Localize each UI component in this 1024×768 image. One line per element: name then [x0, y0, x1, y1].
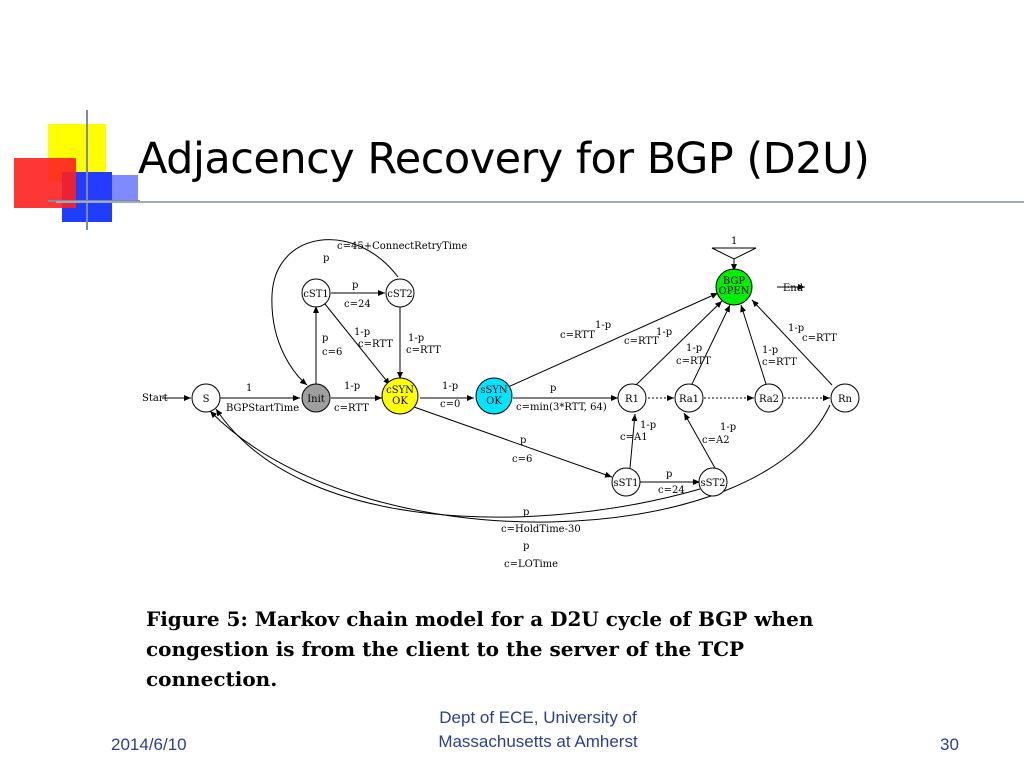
edge-cst1-csyn — [324, 303, 391, 386]
node-csyn-label: cSYN — [386, 385, 414, 396]
label-ra1-bgp-c: c=RTT — [676, 356, 711, 367]
label-sst1-r1-p: 1-p — [640, 420, 656, 431]
node-open-label: OPEN — [719, 286, 750, 297]
label-retry-c: c=45+ConnectRetryTime — [337, 241, 467, 252]
node-ssyn-ok — [475, 377, 513, 415]
footer-affiliation-line2: Massachusetts at Amherst — [438, 732, 638, 751]
label-cst2-csyn-p: 1-p — [408, 333, 424, 344]
label-sst2-ra1-c: c=A2 — [702, 435, 730, 446]
label-start: Start — [142, 393, 168, 404]
slide-logo-decoration — [14, 110, 140, 230]
label-csyn-ssyn-c: c=0 — [440, 399, 460, 410]
node-ra2-label: Ra2 — [759, 394, 779, 405]
label-sst1-sst2-c: c=24 — [658, 485, 685, 496]
node-ssyn-label: sSYN — [480, 385, 508, 396]
label-csyn-sst1-c: c=6 — [512, 454, 532, 465]
edge-hold-time — [215, 408, 701, 518]
edge-r1-bgp — [635, 300, 723, 386]
edge-sst1-r1 — [629, 413, 638, 469]
label-ssyn-r1-p: p — [550, 383, 556, 394]
bgp-self-loop — [711, 247, 757, 260]
edge-rn-bgp — [751, 299, 833, 386]
node-rn-label: Rn — [838, 394, 853, 405]
label-csyn-ssyn-p: 1-p — [442, 381, 458, 392]
label-init-cst1-p: p — [322, 333, 328, 344]
label-s-init-1: 1 — [246, 383, 252, 394]
edge-csyn-sst1 — [413, 406, 613, 478]
slide-title: Adjacency Recovery for BGP (D2U) — [138, 134, 870, 184]
diagram-edges — [162, 239, 833, 523]
node-ra2 — [754, 383, 784, 413]
label-cst1-cst2-c: c=24 — [344, 299, 371, 310]
node-cst2 — [385, 278, 415, 308]
node-sst1 — [611, 467, 641, 497]
label-cst2-csyn-c: c=RTT — [406, 345, 441, 356]
node-sst2-label: sST2 — [700, 478, 725, 489]
label-retry-p: p — [323, 253, 329, 264]
label-csyn-sst1-p: p — [520, 435, 526, 446]
label-ssyn-bgp-c: c=RTT — [560, 330, 595, 341]
figure-caption: Figure 5: Markov chain model for a D2U c… — [146, 607, 814, 691]
diagram-nodes — [191, 268, 860, 497]
edge-lo-time — [209, 404, 831, 523]
label-r1-bgp-c: c=RTT — [624, 336, 659, 347]
label-ra2-bgp-c: c=RTT — [762, 357, 797, 368]
label-sst1-sst2-p: p — [666, 469, 672, 480]
footer-affiliation: Dept of ECE, University of Massachusetts… — [380, 706, 696, 762]
label-cst1-cst2-p: p — [352, 280, 358, 291]
label-init-csyn-c: c=RTT — [334, 403, 369, 414]
markov-chain-diagram: S Init cST1 cST2 cSYN OK sSYN OK R1 Ra1 … — [142, 236, 860, 570]
node-ssyn-ok-label: OK — [486, 396, 502, 407]
node-bgp-label: BGP — [723, 276, 746, 287]
edge-sst2-ra1 — [683, 412, 716, 469]
node-cst1 — [301, 278, 331, 308]
node-cst2-label: cST2 — [387, 289, 412, 300]
node-init-label: Init — [307, 394, 325, 405]
label-sst2-ra1-p: 1-p — [720, 422, 736, 433]
label-ra2-bgp-p: 1-p — [762, 345, 778, 356]
label-ssyn-r1-c: c=min(3*RTT, 64) — [516, 402, 607, 413]
label-cst1-csyn-p: 1-p — [354, 327, 370, 338]
node-cst1-label: cST1 — [303, 289, 328, 300]
footer-date: 2014/6/10 — [111, 735, 187, 754]
edge-ra2-bgp — [740, 304, 767, 385]
node-ra1-label: Ra1 — [679, 394, 699, 405]
edge-cst2-init-retry — [271, 239, 399, 386]
edge-ssyn-bgp — [507, 292, 719, 388]
label-lo-p: p — [523, 541, 529, 552]
label-rn-bgp-c: c=RTT — [802, 333, 837, 344]
label-hold-c: c=HoldTime-30 — [501, 524, 581, 535]
label-init-csyn-p: 1-p — [344, 381, 360, 392]
node-init — [301, 383, 331, 413]
label-cst1-csyn-c: c=RTT — [358, 339, 393, 350]
node-s — [191, 383, 221, 413]
node-csyn-ok — [381, 377, 419, 415]
label-init-cst1-c: c=6 — [322, 347, 342, 358]
label-ra1-bgp-p: 1-p — [686, 343, 702, 354]
node-ra1 — [674, 383, 704, 413]
label-loop-1: 1 — [731, 236, 737, 247]
node-csyn-ok-label: OK — [392, 396, 408, 407]
label-sst1-r1-c: c=A1 — [620, 432, 648, 443]
label-ssyn-bgp-p: 1-p — [595, 320, 611, 331]
label-lo-c: c=LOTime — [504, 559, 558, 570]
node-bgp-open — [715, 268, 753, 306]
node-s-label: S — [203, 394, 210, 405]
node-sst2 — [698, 467, 728, 497]
title-divider — [56, 201, 1024, 203]
node-rn — [830, 383, 860, 413]
label-r1-bgp-p: 1-p — [656, 327, 672, 338]
footer-affiliation-line1: Dept of ECE, University of — [439, 708, 637, 727]
node-r1-label: R1 — [625, 394, 639, 405]
node-r1 — [617, 383, 647, 413]
label-hold-p: p — [523, 507, 529, 518]
page-number: 30 — [940, 735, 959, 754]
label-rn-bgp-p: 1-p — [788, 323, 804, 334]
node-sst1-label: sST1 — [613, 478, 638, 489]
label-end: End — [783, 283, 804, 294]
edge-ra1-bgp — [691, 304, 731, 385]
label-s-init-c: BGPStartTime — [226, 403, 299, 414]
